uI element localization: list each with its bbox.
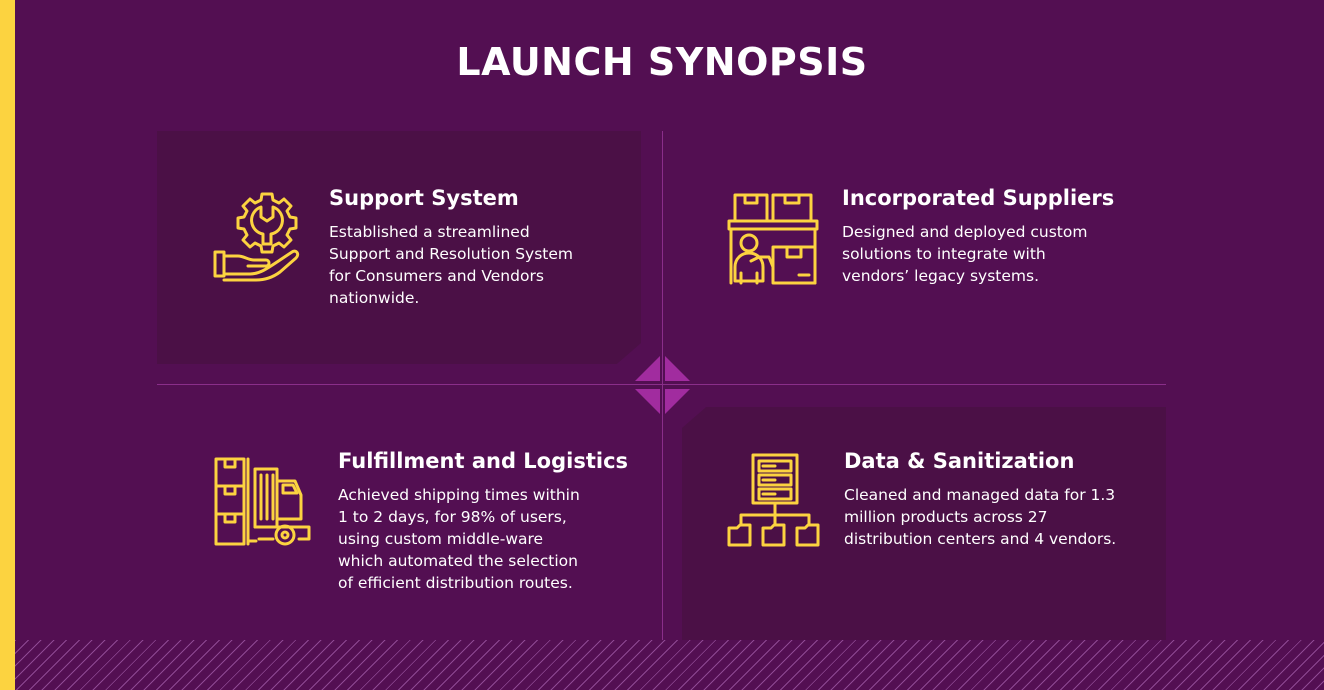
left-accent-bar bbox=[0, 0, 15, 690]
center-diamond-ornament bbox=[635, 356, 690, 414]
card-description-incorporated-suppliers: Designed and deployed custom solutions t… bbox=[842, 223, 1088, 285]
card-title-incorporated-suppliers: Incorporated Suppliers bbox=[842, 186, 1115, 210]
card-background-data bbox=[682, 407, 1166, 640]
worker-boxes-icon bbox=[727, 193, 819, 285]
forklift-boxes-icon bbox=[214, 457, 311, 546]
card-background-support bbox=[157, 131, 641, 364]
card-description-fulfillment-logistics: Achieved shipping times within 1 to 2 da… bbox=[338, 486, 580, 592]
card-description-support-system: Established a streamlined Support and Re… bbox=[329, 223, 574, 307]
vertical-divider bbox=[662, 131, 663, 640]
card-description-data-sanitization: Cleaned and managed data for 1.3 million… bbox=[844, 486, 1117, 548]
card-title-data-sanitization: Data & Sanitization bbox=[844, 449, 1075, 473]
card-title-support-system: Support System bbox=[329, 186, 519, 210]
horizontal-divider bbox=[157, 384, 1166, 385]
gear-wrench-hand-icon bbox=[213, 192, 300, 282]
server-folders-icon bbox=[727, 453, 820, 547]
card-title-fulfillment-logistics: Fulfillment and Logistics bbox=[338, 449, 629, 473]
page-title: LAUNCH SYNOPSIS bbox=[456, 40, 868, 84]
hatch-pattern bbox=[15, 640, 1324, 690]
